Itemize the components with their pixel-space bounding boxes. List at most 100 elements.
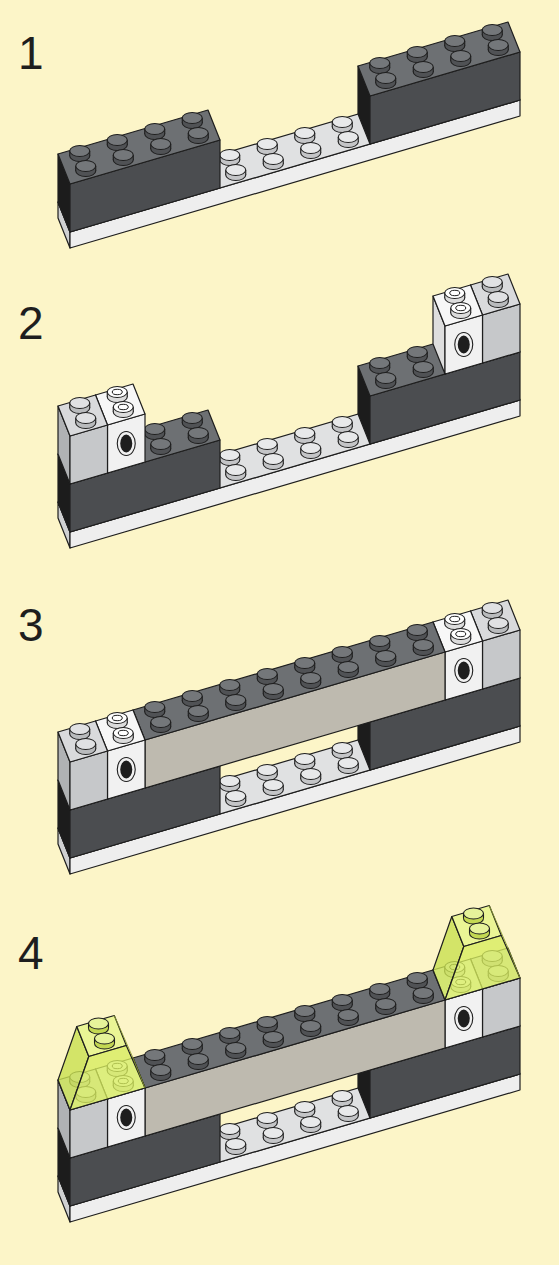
stud-top <box>445 288 465 299</box>
stud-top <box>338 1106 358 1117</box>
stud-top <box>301 443 321 454</box>
stud-top <box>257 765 277 776</box>
stud <box>295 1102 315 1118</box>
stud-top <box>263 154 283 165</box>
stud <box>338 758 358 774</box>
stud <box>470 923 490 939</box>
stud-top <box>376 373 396 384</box>
stud-hollow <box>118 730 128 735</box>
stud <box>407 973 427 989</box>
stud-top <box>482 277 502 288</box>
stud <box>76 161 96 177</box>
stud-top <box>220 150 240 161</box>
stud <box>182 113 202 129</box>
stud-top <box>263 1032 283 1043</box>
stud <box>188 428 208 444</box>
stud <box>413 640 433 656</box>
stud <box>263 1128 283 1144</box>
stud-top <box>407 973 427 984</box>
stud-top <box>332 743 352 754</box>
stud-top <box>70 398 90 409</box>
stud-top <box>151 1065 171 1076</box>
stud-top <box>370 58 390 69</box>
brick-top <box>133 622 445 740</box>
stud <box>295 658 315 674</box>
stud-top <box>226 695 246 706</box>
stud-top <box>263 780 283 791</box>
stud <box>188 128 208 144</box>
stud <box>338 432 358 448</box>
stud <box>257 765 277 781</box>
stud <box>257 139 277 155</box>
stud <box>451 51 471 67</box>
stud <box>95 1033 115 1049</box>
brick-top <box>58 395 108 436</box>
brick-front <box>70 726 520 874</box>
stud-top <box>370 984 390 995</box>
stud-top <box>295 658 315 669</box>
stud-top <box>407 625 427 636</box>
stud <box>257 1113 277 1129</box>
stud-top <box>76 739 96 750</box>
slope-front <box>70 1046 145 1111</box>
stud-top <box>332 117 352 128</box>
stud <box>107 387 127 403</box>
brick-top <box>58 721 108 762</box>
stud <box>182 1039 202 1055</box>
stud-top <box>445 36 465 47</box>
slope-inner-edge <box>489 906 520 979</box>
stud <box>488 40 508 56</box>
stud-top <box>332 1091 352 1102</box>
stud-top <box>182 113 202 124</box>
stud <box>445 36 465 52</box>
stud-top <box>188 706 208 717</box>
stud <box>226 791 246 807</box>
stud-hollow <box>112 389 122 394</box>
stud <box>113 150 133 166</box>
step-number: 4 <box>18 930 44 976</box>
stud <box>407 47 427 63</box>
stud <box>295 428 315 444</box>
stud-top <box>113 150 133 161</box>
pin-hole <box>120 1109 132 1127</box>
pin-hole <box>458 662 470 680</box>
stud <box>70 146 90 162</box>
stud-top <box>145 1050 165 1061</box>
stud-top <box>113 402 133 413</box>
stud <box>338 1106 358 1122</box>
stud <box>301 443 321 459</box>
stud-top <box>70 146 90 157</box>
stud-top <box>182 691 202 702</box>
stud-top <box>295 128 315 139</box>
stud <box>482 277 502 293</box>
stud-top <box>413 988 433 999</box>
stud <box>145 124 165 140</box>
stud <box>338 1010 358 1026</box>
stud <box>70 398 90 414</box>
stud <box>107 135 127 151</box>
stud-hollow <box>450 290 460 295</box>
brick-front <box>70 1074 520 1222</box>
stud-top <box>220 450 240 461</box>
stud <box>488 618 508 634</box>
stud-top <box>370 636 390 647</box>
stud <box>482 603 502 619</box>
stud-top <box>151 439 171 450</box>
stud-top <box>332 417 352 428</box>
stud-top <box>257 1017 277 1028</box>
stud-top <box>301 769 321 780</box>
pin-hole-ring <box>117 432 135 456</box>
stud-top <box>263 684 283 695</box>
pin-hole <box>458 336 470 354</box>
stud <box>220 1124 240 1140</box>
stud-top <box>226 1139 246 1150</box>
pin-hole <box>458 1010 470 1028</box>
stud-top <box>488 40 508 51</box>
build-step-model <box>58 906 520 1223</box>
stud <box>370 636 390 652</box>
stud-top <box>107 713 127 724</box>
stud <box>145 702 165 718</box>
stud <box>89 1018 109 1034</box>
stud-top <box>188 1054 208 1065</box>
